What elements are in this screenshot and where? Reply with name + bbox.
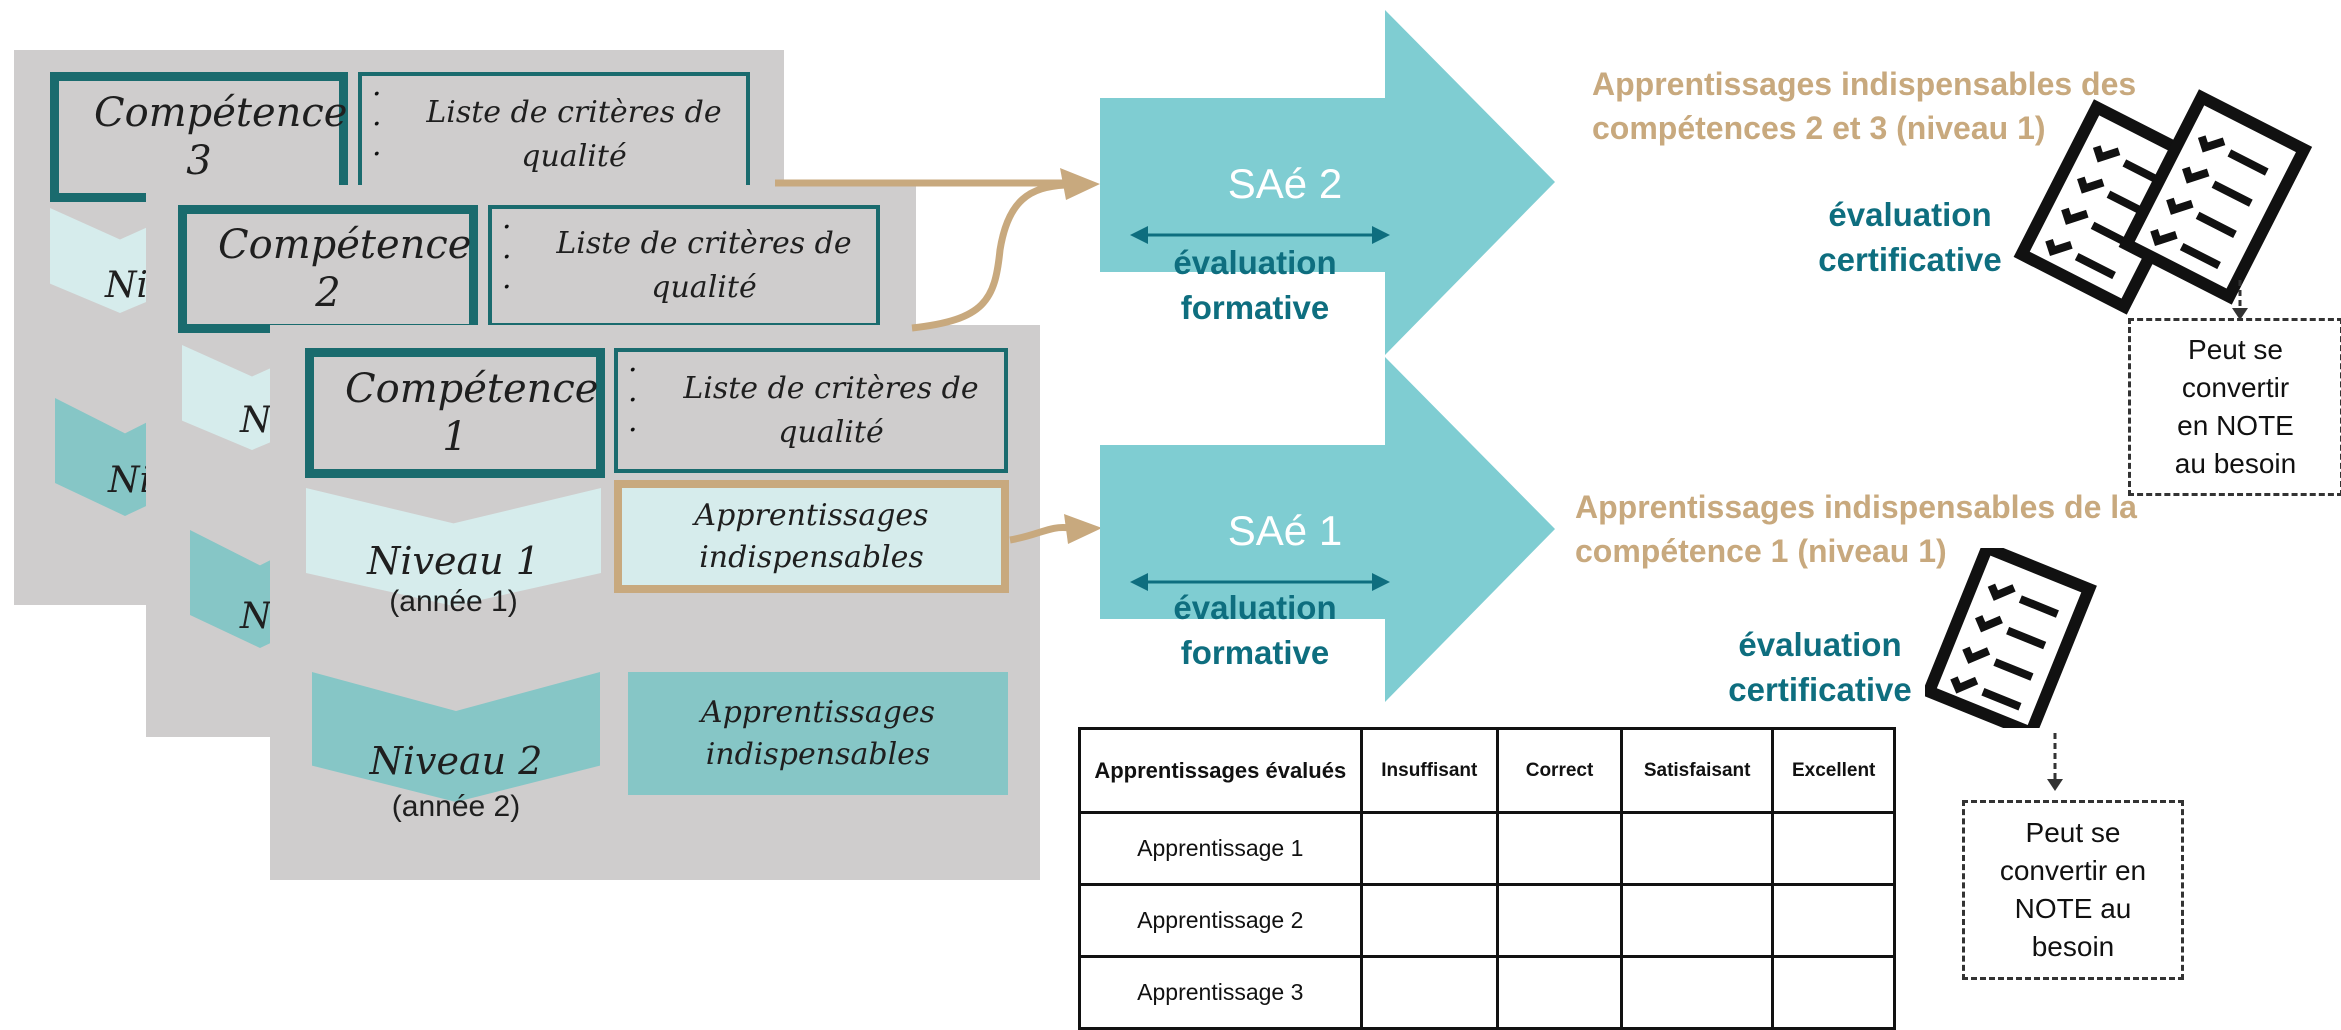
table-header: Excellent [1771,727,1896,814]
table-cell[interactable] [1771,883,1896,958]
table-cell[interactable] [1771,811,1896,886]
sae-1-formative: évaluation formative [1173,589,1337,671]
table-cell[interactable] [1359,811,1500,886]
niveau-1-year: (année 1) [389,585,518,618]
table-cell[interactable] [1359,955,1500,1030]
bottom-note-connector [2047,733,2063,791]
competence-1-criteria: ··· Liste de critères de qualité [614,348,1008,473]
table-cell: Apprentissage 1 [1078,811,1363,886]
competence-2-level-partial: N [240,400,272,441]
table-cell[interactable] [1619,883,1775,958]
table-header: Apprentissages évalués [1078,727,1363,814]
competence-1-box: Compétence 1 [305,348,605,478]
competence-3-level2-partial: Ni [108,460,152,501]
table-row: Apprentissage 3 [1078,955,1896,1030]
niveau-1-label: Niveau 1 [367,539,540,583]
table-cell: Apprentissage 3 [1078,955,1363,1030]
sae-2-label: SAé 2 [1227,160,1343,207]
bottom-apprentissages-title: Apprentissages indispensables de la comp… [1575,489,2137,569]
table-cell[interactable] [1619,955,1775,1030]
table-row: Apprentissage 1 [1078,811,1896,886]
competence-2-level2-partial: N [240,596,272,637]
sae-2-arrow [1100,10,1555,355]
connector-arrowhead-bottom [1064,514,1102,544]
connector-competence-1-to-sae1 [1009,523,1071,544]
top-certificative-label: évaluation certificative [1818,196,2002,278]
competence-3-level-partial: Ni [105,265,149,306]
checklist-icon [2013,89,2313,315]
competence-2-box: Compétence 2 [178,205,478,333]
niveau-2-year: (année 2) [391,790,521,823]
sae-1-arrow [1100,357,1555,702]
table-cell: Apprentissage 2 [1078,883,1363,958]
top-note-connector [2232,280,2248,320]
niveau-1-apprentissages: Apprentissages indispensables [614,480,1009,593]
connector-arrowhead-top [1060,168,1100,200]
niveau-2-apprentissages: Apprentissages indispensables [628,672,1008,795]
table-header: Satisfaisant [1619,727,1775,814]
top-note-box: Peut se convertir en NOTE au besoin [2128,318,2341,496]
niveau-2-label: Niveau 2 [369,739,543,783]
top-apprentissages-title: Apprentissages indispensables des compét… [1592,66,2137,146]
table-header: Correct [1496,727,1623,814]
competence-3-box: Compétence 3 [50,72,348,202]
sae-2-formative: évaluation formative [1173,244,1337,326]
table-cell[interactable] [1771,955,1896,1030]
table-cell[interactable] [1496,811,1623,886]
sae-1-label: SAé 1 [1227,507,1343,554]
table-cell[interactable] [1496,955,1623,1030]
table-cell[interactable] [1619,811,1775,886]
evaluation-table: Apprentissages évalués Insuffisant Corre… [1078,727,1896,1030]
connector-competences-2-3-to-sae2 [775,179,1066,332]
table-cell[interactable] [1359,883,1500,958]
table-cell[interactable] [1496,883,1623,958]
bottom-certificative-label: évaluation certificative [1728,626,1912,708]
table-row: Apprentissage 2 [1078,883,1896,958]
competence-3-criteria: ··· Liste de critères de qualité [358,72,750,197]
table-header: Insuffisant [1359,727,1500,814]
bottom-note-box: Peut se convertir en NOTE au besoin [1962,800,2184,980]
checklist-icon [1925,548,2097,728]
